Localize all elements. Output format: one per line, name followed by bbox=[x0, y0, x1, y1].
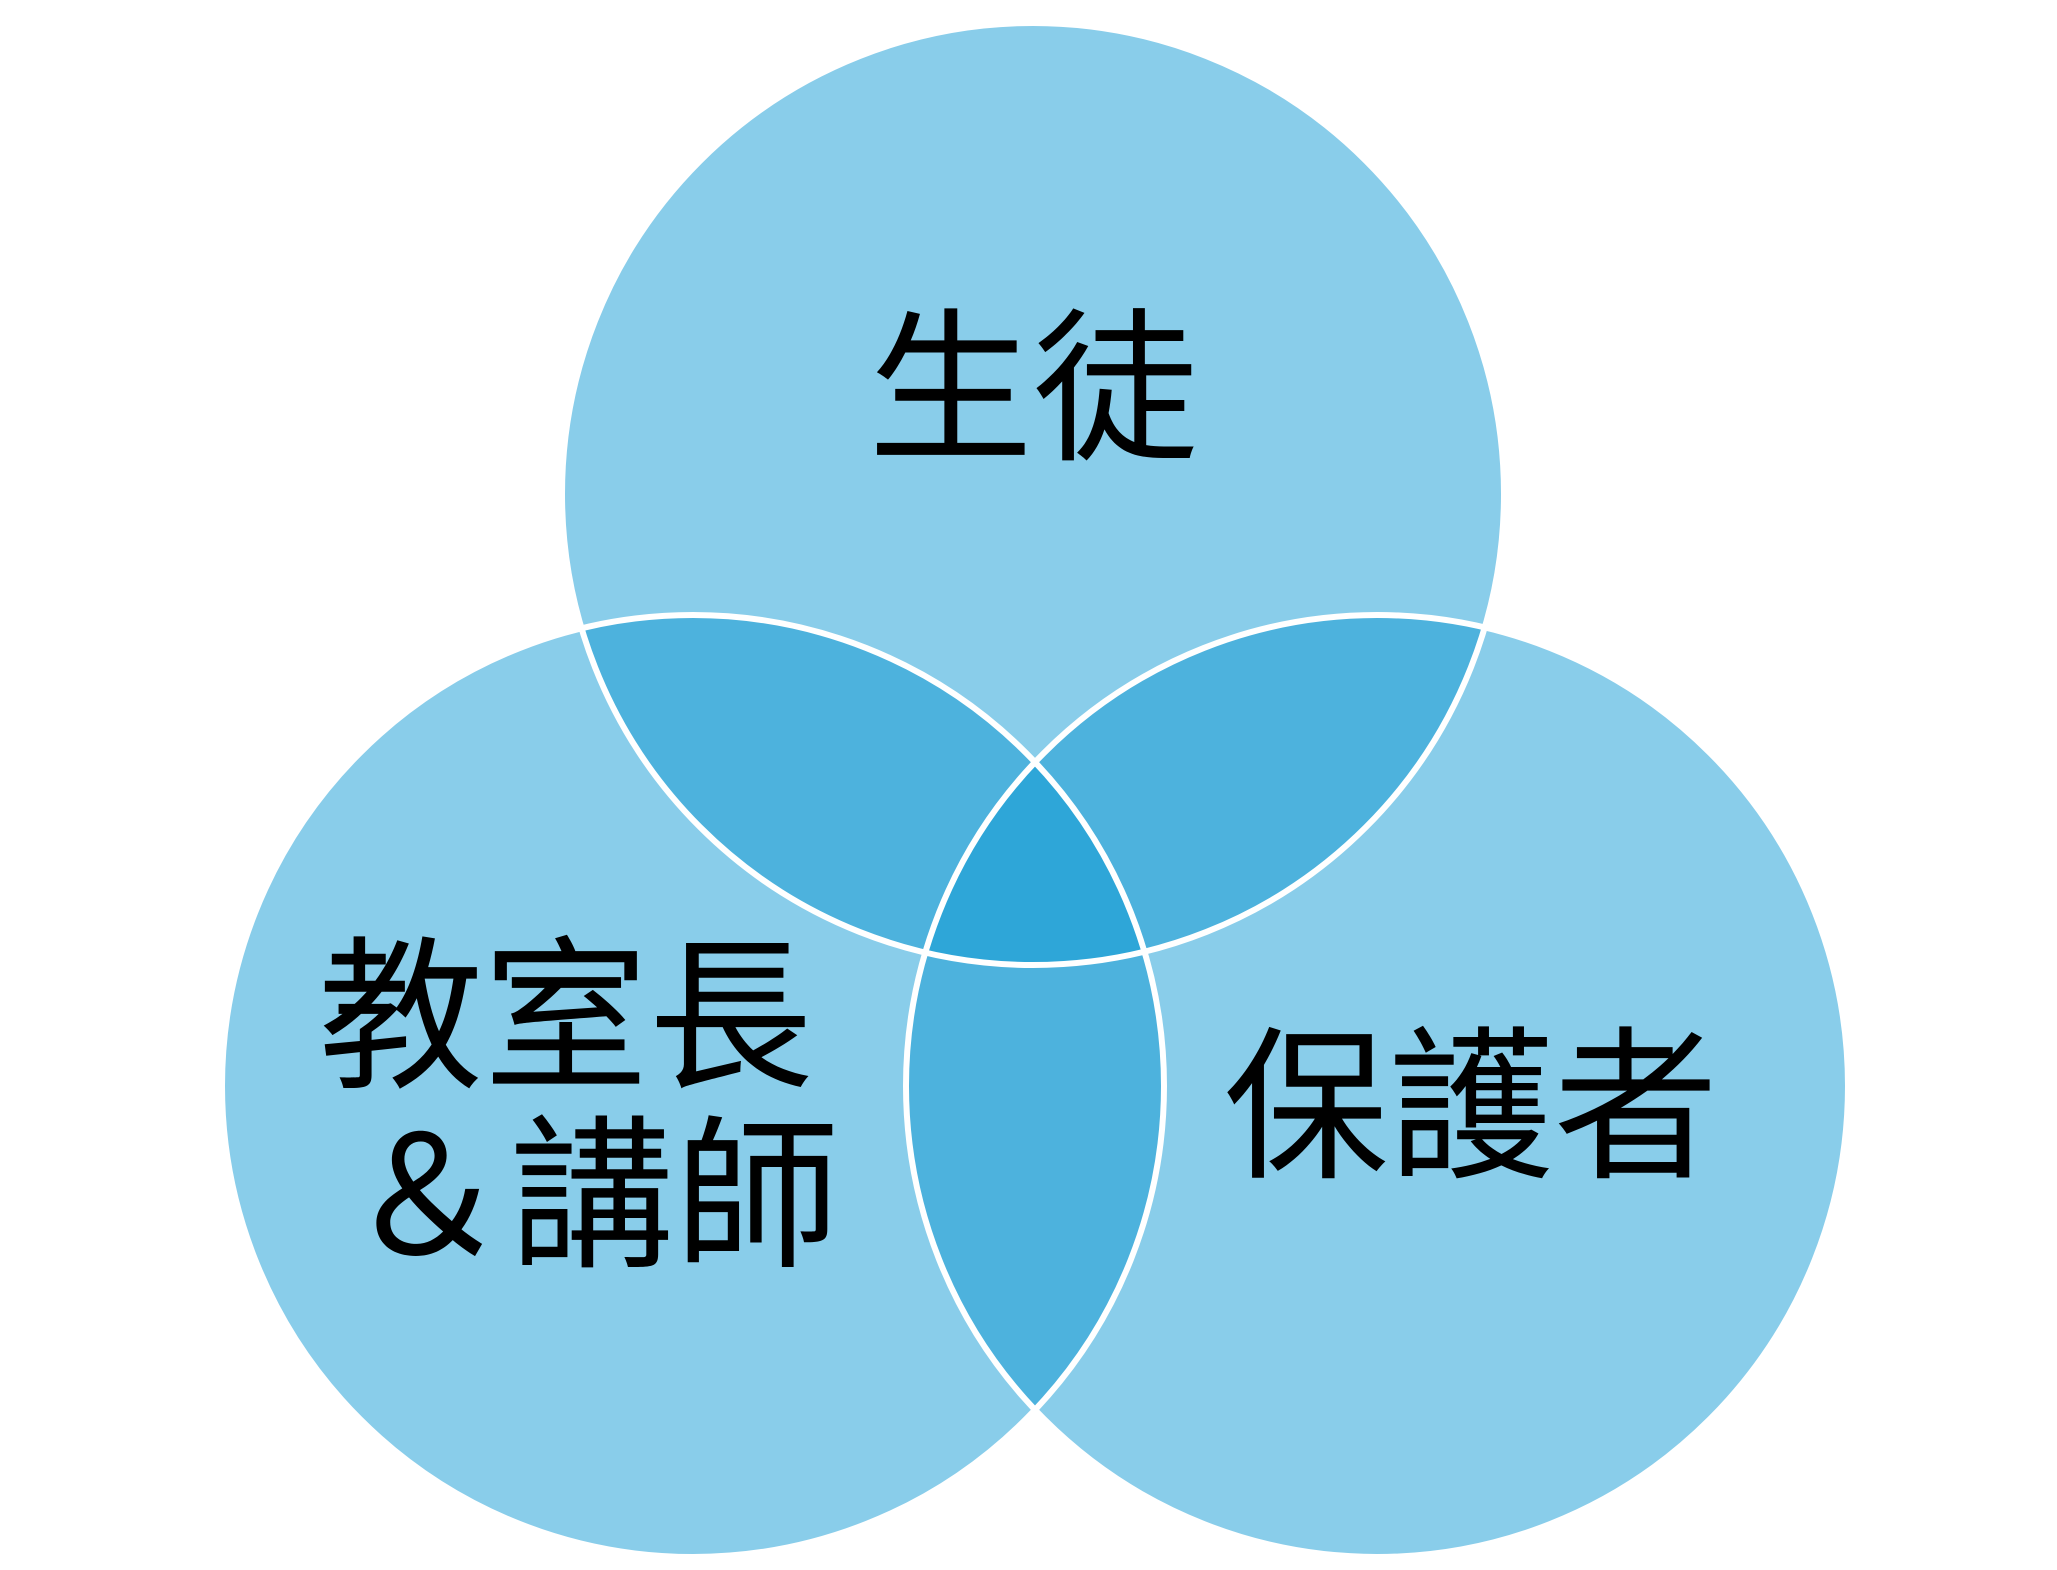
label-guardians: 保護者 bbox=[1224, 1012, 1719, 1204]
outline-students bbox=[559, 20, 1507, 968]
overlap-students-manager bbox=[562, 615, 1164, 965]
label-manager-line-1: 教室長 bbox=[318, 922, 813, 1114]
label-manager-line-2: ＆講師 bbox=[345, 1101, 840, 1293]
label-manager-instructor: 教室長 ＆講師 bbox=[318, 922, 865, 1293]
overlap-students-guardians bbox=[906, 615, 1504, 965]
outline-guardians bbox=[903, 612, 1851, 1560]
label-students: 生徒 bbox=[868, 294, 1198, 486]
outline-manager-instructor bbox=[219, 612, 1167, 1560]
